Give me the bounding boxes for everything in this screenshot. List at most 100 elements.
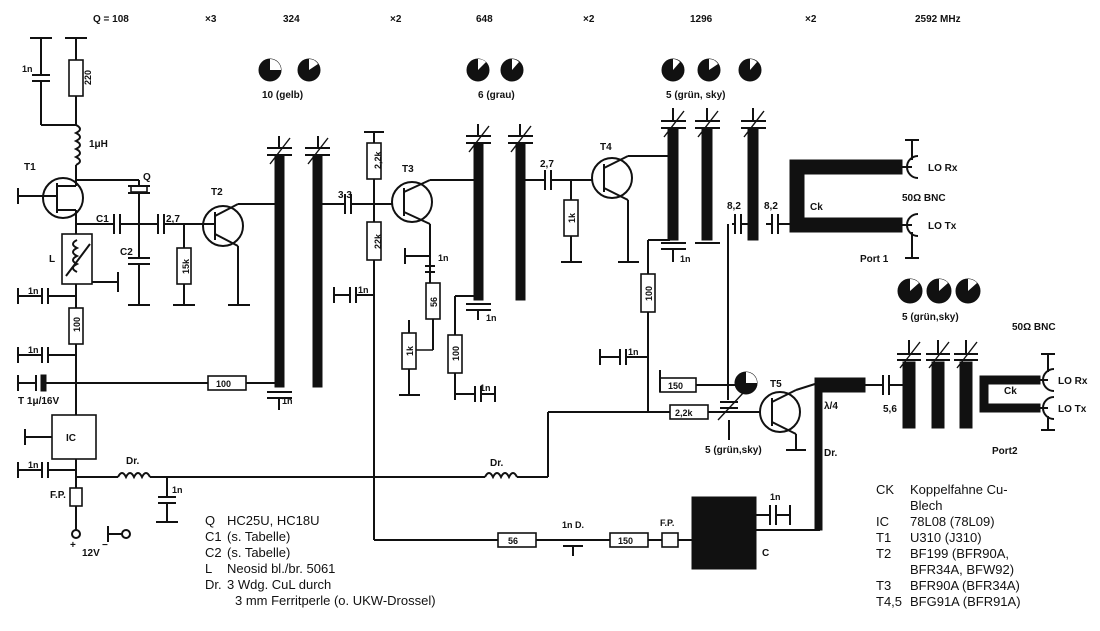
legend-key: T1: [876, 530, 892, 545]
label-dr-c: Dr.: [490, 458, 504, 469]
label-r-56a: 56: [429, 297, 439, 307]
label-lo-rx-a: LO Rx: [928, 163, 958, 174]
label-lo-tx-b: LO Tx: [1058, 404, 1087, 415]
header-mult4: ×2: [805, 14, 817, 25]
label-r-22k-a: 2,2k: [373, 150, 383, 169]
label-t4: T4: [600, 142, 612, 153]
label-c-1n-c: 1n: [770, 492, 781, 502]
label-c-1n-l: 1n: [28, 286, 39, 296]
legend-key: Q: [205, 513, 216, 528]
label-fp-b: F.P.: [660, 518, 674, 528]
legend-right-row: T3 BFR90A (BFR34A): [876, 578, 1021, 594]
label-minus: −: [102, 540, 108, 551]
label-c-1n-s2: 1n: [486, 313, 497, 323]
label-l: L: [49, 254, 55, 265]
label-c-27a: 2,7: [166, 214, 180, 225]
label-c-1n-b: 1n: [172, 485, 183, 495]
label-t2: T2: [211, 187, 223, 198]
label-r-100d: 100: [644, 286, 654, 301]
striplines-1296: [661, 108, 790, 400]
label-r-150b: 150: [618, 536, 633, 546]
label-c-27b: 2,7: [540, 159, 554, 170]
port1-coupler: [789, 139, 919, 259]
label-r-100a: 100: [72, 317, 82, 332]
legend-left-row: C2(s. Tabelle): [205, 545, 436, 561]
label-c-1u16v: T 1μ/16V: [18, 396, 59, 407]
header-mult2: ×2: [390, 14, 402, 25]
label-c-82b: 8,2: [764, 201, 778, 212]
legend-key: IC: [876, 514, 889, 529]
trimmer-dials-group4: [897, 278, 981, 304]
label-c-1n-s3: 1n: [680, 254, 691, 264]
label-fp-a: F.P.: [50, 490, 66, 501]
legend-right-row: T2 BF199 (BFR90A,: [876, 546, 1021, 562]
trimmer-label-group5: 5 (grün,sky): [705, 445, 762, 456]
t3-stage: [333, 131, 496, 540]
legend-text: BFR34A, BFW92): [910, 562, 1015, 577]
striplines-324: [267, 136, 345, 410]
label-c-1n-t3b: 1n: [438, 253, 449, 263]
label-dr-b: Dr.: [824, 448, 838, 459]
legend-key: [876, 498, 910, 514]
header-q: Q = 108: [93, 14, 129, 25]
label-lo-rx-b: LO Rx: [1058, 376, 1088, 387]
label-port1: Port 1: [860, 254, 889, 265]
legend-text: Koppelfahne Cu-: [910, 482, 1008, 497]
label-bnc-b: 50Ω BNC: [1012, 322, 1056, 333]
trimmer-label-group4: 5 (grün,sky): [902, 312, 959, 323]
header-f1: 324: [283, 14, 300, 25]
label-c-56: 5,6: [883, 404, 897, 415]
trimmer-dials-group2: [466, 58, 524, 82]
legend-text: HC25U, HC18U: [227, 513, 320, 528]
legend-key: C2: [205, 545, 222, 560]
legend-right-row: IC 78L08 (78L09): [876, 514, 1021, 530]
legend-right-row: T1 U310 (J310): [876, 530, 1021, 546]
label-plus: +: [70, 540, 76, 551]
legend-left-row: 3 mm Ferritperle (o. UKW-Drossel): [205, 593, 436, 609]
trimmer-label-group3: 5 (grün, sky): [666, 90, 725, 101]
striplines-648: [466, 124, 545, 320]
bottom-supply: [374, 472, 820, 570]
legend-key: C1: [205, 529, 222, 544]
header-mult3: ×2: [583, 14, 595, 25]
legend-right-row: Blech: [876, 498, 1021, 514]
legend-left: Q HC25U, HC18U C1 (s. Tabelle) C2(s. Tabel…: [205, 513, 436, 609]
label-c-1n-l3: 1n: [28, 460, 39, 470]
legend-key: CK: [876, 482, 895, 497]
legend-key: Dr.: [205, 577, 222, 592]
label-c-1n-s1: 1n: [282, 396, 293, 406]
legend-right-row: BFR34A, BFW92): [876, 562, 1021, 578]
label-dr-a: Dr.: [126, 456, 140, 467]
trimmer-dials-group1: [258, 58, 321, 82]
legend-text: 78L08 (78L09): [910, 514, 995, 529]
label-lambda: λ/4: [824, 401, 838, 412]
legend-text: BFR90A (BFR34A): [910, 578, 1020, 593]
legend-left-row: Dr.3 Wdg. CuL durch: [205, 577, 436, 593]
trimmer-label-group2: 6 (grau): [478, 90, 515, 101]
legend-key: T4,5: [876, 594, 903, 609]
t2-stage: [202, 203, 275, 306]
legend-text: BF199 (BFR90A,: [910, 546, 1009, 561]
legend-key: L: [205, 561, 213, 576]
label-c2: C2: [120, 247, 133, 258]
legend-left-row: Q HC25U, HC18U: [205, 513, 436, 529]
label-r-1k-a: 1k: [405, 345, 415, 356]
label-r-15k: 15k: [181, 258, 191, 274]
label-bnc-a: 50Ω BNC: [902, 193, 946, 204]
legend-left-row: C1 (s. Tabelle): [205, 529, 436, 545]
legend-key: T2: [876, 546, 892, 561]
label-c-1n-t3: 1n: [358, 285, 369, 295]
trimmer-label-group1: 10 (gelb): [262, 90, 303, 101]
striplines-2592: [897, 340, 1055, 431]
label-c-1nd: 1n D.: [562, 520, 584, 530]
legend-text: (s. Tabelle): [227, 529, 291, 544]
label-c-1n-l2: 1n: [28, 345, 39, 355]
header-mult1: ×3: [205, 14, 217, 25]
legend-key: T3: [876, 578, 892, 593]
t4-stage: [544, 155, 670, 412]
label-lo-tx-a: LO Tx: [928, 221, 957, 232]
legend-text: U310 (J310): [910, 530, 982, 545]
